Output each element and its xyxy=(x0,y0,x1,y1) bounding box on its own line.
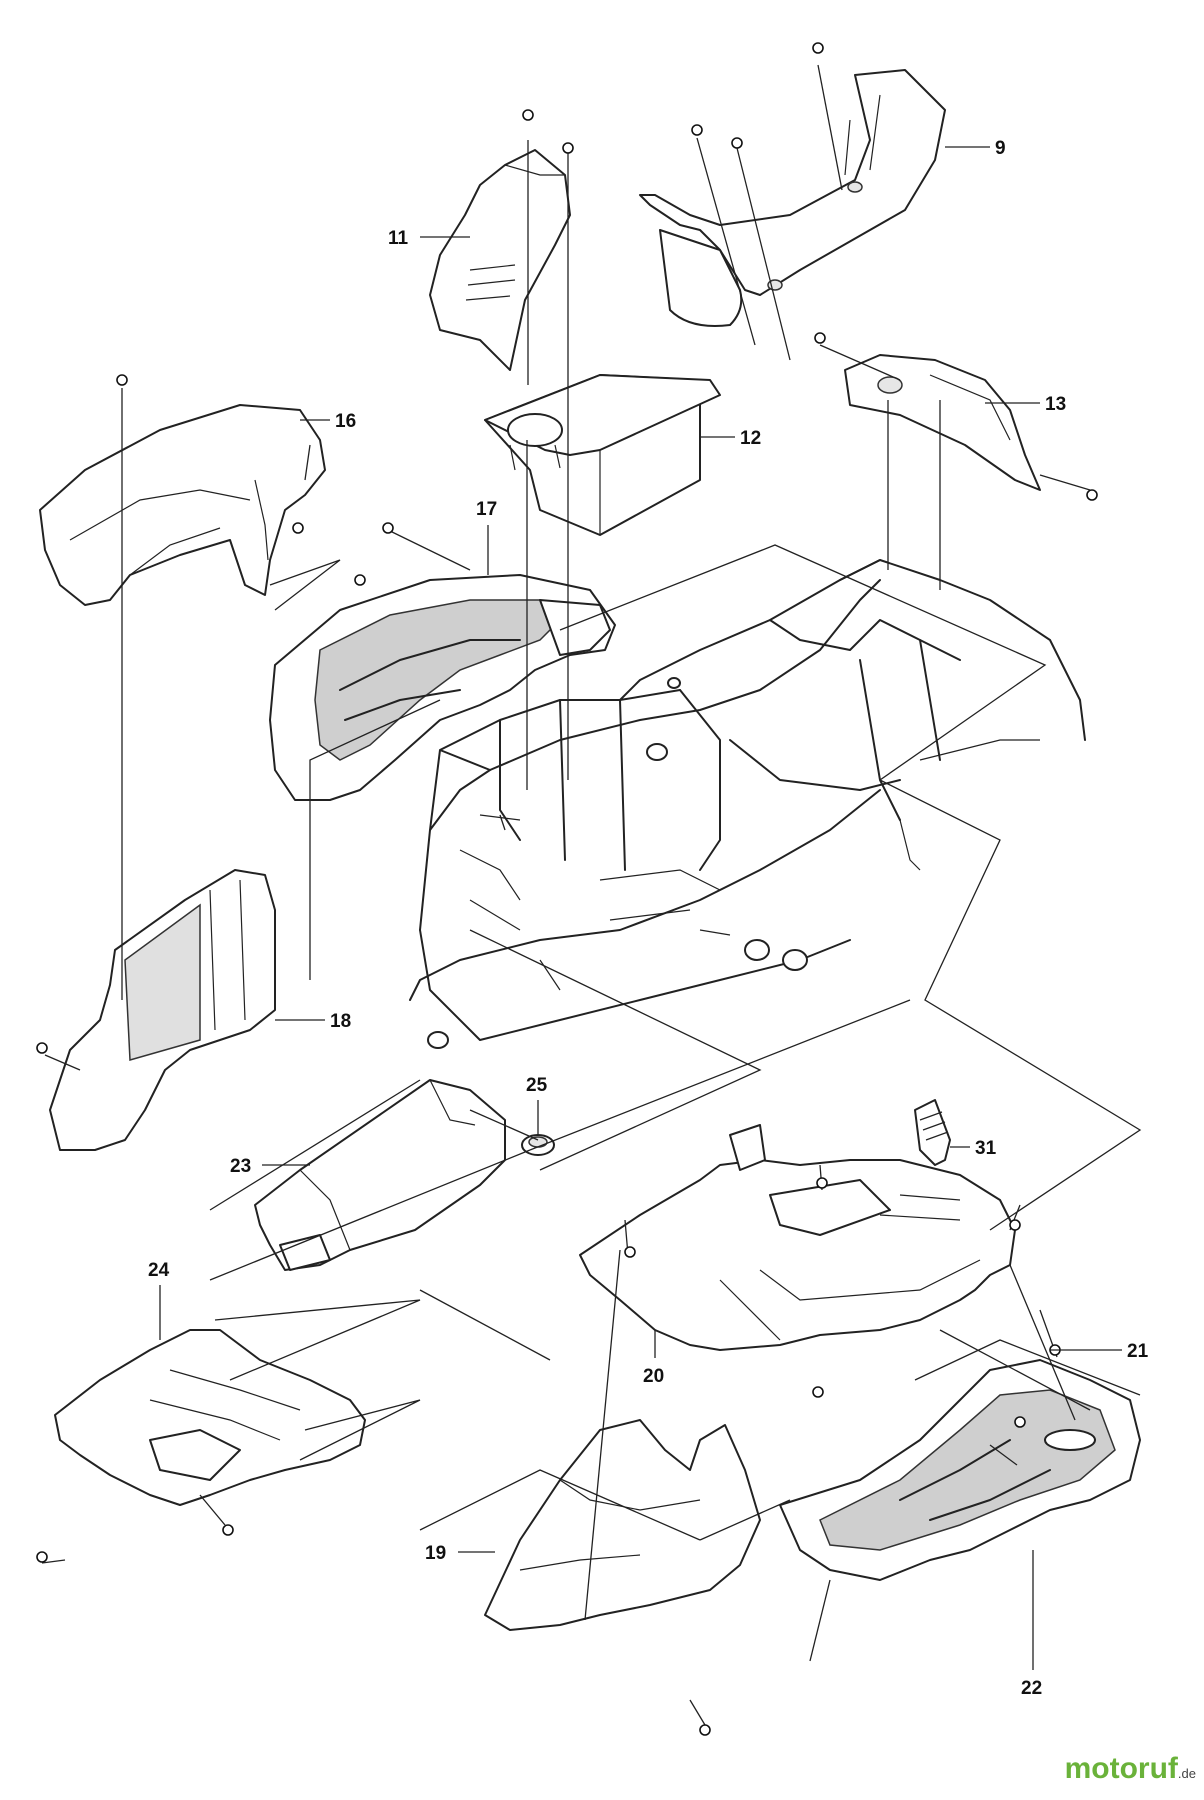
callout-18: 18 xyxy=(330,1011,351,1032)
callout-23: 23 xyxy=(230,1156,251,1177)
watermark-brand: motoruf xyxy=(1064,1752,1178,1785)
screw-icon xyxy=(816,1177,828,1189)
watermark-suffix: .de xyxy=(1177,1766,1196,1781)
callout-31: 31 xyxy=(975,1138,997,1159)
callout-21: 21 xyxy=(1127,1341,1149,1362)
callout-9: 9 xyxy=(995,138,1006,159)
watermark-logo: motoruf.de xyxy=(1065,1752,1196,1786)
part-22-floor-mat xyxy=(779,1359,1141,1581)
callout-13: 13 xyxy=(1045,394,1066,415)
screw-icon xyxy=(814,332,826,344)
part-31-knob xyxy=(914,1099,951,1166)
screw-icon xyxy=(731,137,743,149)
part-19-lower-cover xyxy=(484,1419,761,1631)
callout-20: 20 xyxy=(643,1366,664,1387)
screw-icon xyxy=(116,374,128,386)
callouts: 9 11 12 13 16 17 18 19 20 21 22 23 24 25… xyxy=(148,138,1149,1699)
callout-24: 24 xyxy=(148,1260,170,1281)
screw-icon xyxy=(812,42,824,54)
part-12-storage-box xyxy=(484,374,721,536)
callout-19: 19 xyxy=(425,1543,446,1564)
part-13-side-cover xyxy=(844,354,1041,491)
part-18-side-panel xyxy=(49,869,276,1151)
screw-icon xyxy=(1009,1219,1021,1231)
callout-25: 25 xyxy=(526,1075,548,1096)
screw-icon xyxy=(222,1524,234,1536)
screw-icon xyxy=(382,522,394,534)
part-20-dashboard xyxy=(579,1124,1016,1351)
callout-17: 17 xyxy=(476,499,497,520)
callout-16: 16 xyxy=(335,411,356,432)
screw-icon xyxy=(624,1246,636,1258)
screw-icon xyxy=(354,574,366,586)
screw-icon xyxy=(522,109,534,121)
screw-icon xyxy=(36,1551,48,1563)
part-24-front-housing xyxy=(54,1329,366,1506)
part-17-floor-tray xyxy=(269,574,616,801)
screw-icon xyxy=(1086,489,1098,501)
part-9-rear-cover xyxy=(639,69,946,327)
screw-icon xyxy=(1014,1416,1026,1428)
part-11-steering-cover xyxy=(429,149,571,371)
screw-icon xyxy=(691,124,703,136)
callout-11: 11 xyxy=(388,228,409,249)
assembly-lines xyxy=(41,64,1091,1726)
grouping-lines xyxy=(209,544,1142,1541)
screw-icon xyxy=(812,1386,824,1398)
screw-icon xyxy=(36,1042,48,1054)
part-23-tunnel-cover xyxy=(254,1079,506,1271)
part-16-hood-cover xyxy=(39,404,326,606)
screw-icon xyxy=(699,1724,711,1736)
callout-12: 12 xyxy=(740,428,761,449)
chassis-frame xyxy=(409,559,1086,1049)
callout-22: 22 xyxy=(1021,1678,1042,1699)
screw-icon xyxy=(562,142,574,154)
fasteners xyxy=(36,42,1098,1736)
screw-icon xyxy=(292,522,304,534)
